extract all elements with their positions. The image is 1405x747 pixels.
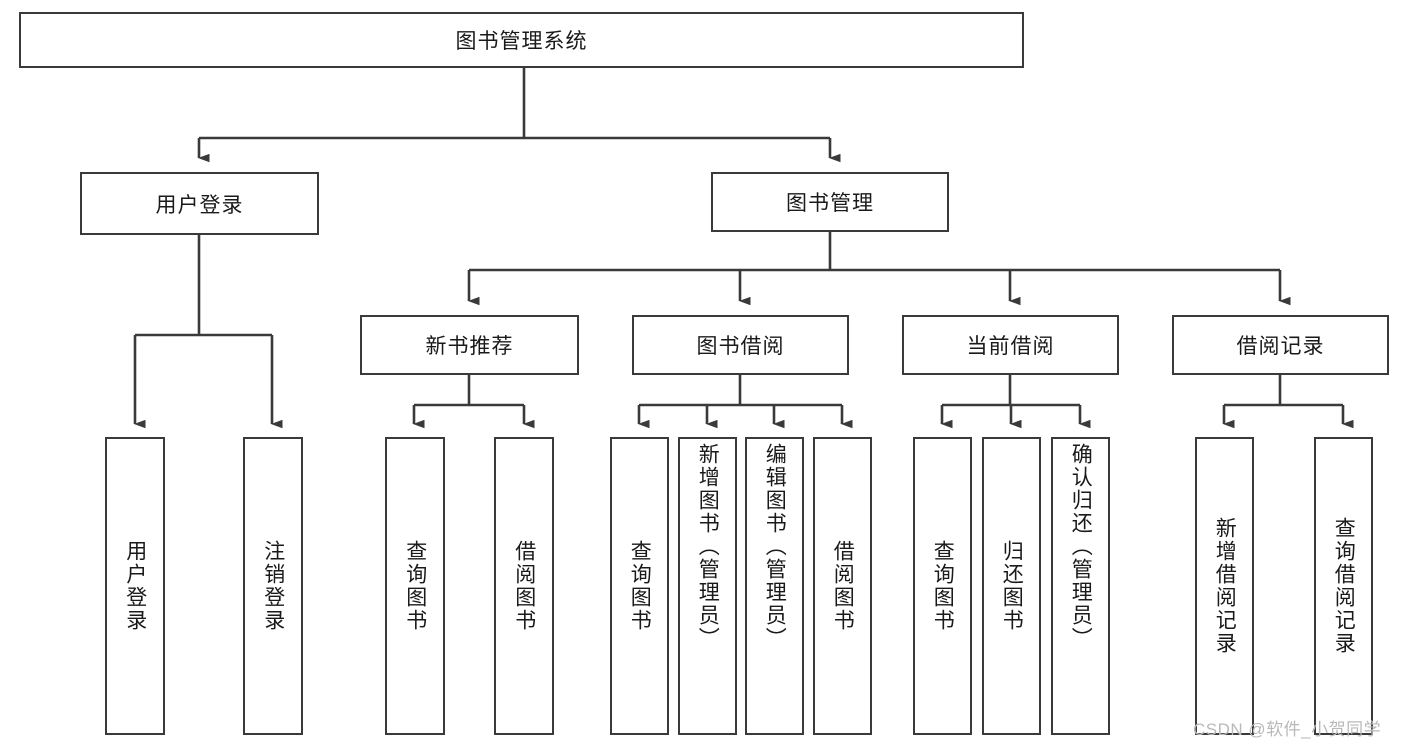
leaf-edit-book-admin[interactable]: 编辑图书（管理员） xyxy=(745,437,804,735)
leaf-add-borrow-record[interactable]: 新增借阅记录 xyxy=(1195,437,1254,735)
leaf-return-book[interactable]: 归还图书 xyxy=(982,437,1041,735)
node-label: 查询图书 xyxy=(628,540,652,632)
leaf-query-book-2[interactable]: 查询图书 xyxy=(610,437,669,735)
node-label: 查询图书 xyxy=(931,540,955,632)
node-label: 图书借阅 xyxy=(696,335,785,358)
leaf-add-book-admin[interactable]: 新增图书（管理员） xyxy=(678,437,737,735)
node-book-management-system[interactable]: 图书管理系统 xyxy=(19,12,1024,68)
node-book-borrow[interactable]: 图书借阅 xyxy=(632,315,849,375)
node-label: 新增图书（管理员） xyxy=(696,443,720,650)
leaf-query-book-1[interactable]: 查询图书 xyxy=(385,437,445,735)
leaf-logout-login[interactable]: 注销登录 xyxy=(243,437,303,735)
csdn-watermark: CSDN @软件_小贺同学 xyxy=(1193,720,1382,739)
node-label: 借阅记录 xyxy=(1236,335,1325,358)
node-label: 查询图书 xyxy=(403,540,427,632)
node-label: 注销登录 xyxy=(261,540,285,632)
node-label: 图书管理 xyxy=(786,192,874,215)
leaf-borrow-book-1[interactable]: 借阅图书 xyxy=(494,437,554,735)
leaf-borrow-book-2[interactable]: 借阅图书 xyxy=(813,437,872,735)
node-label: 查询借阅记录 xyxy=(1332,517,1356,655)
node-new-book-recommend[interactable]: 新书推荐 xyxy=(360,315,579,375)
node-label: 确认归还（管理员） xyxy=(1069,443,1093,650)
node-borrow-record[interactable]: 借阅记录 xyxy=(1172,315,1389,375)
node-label: 归还图书 xyxy=(1000,540,1024,632)
leaf-query-book-3[interactable]: 查询图书 xyxy=(913,437,972,735)
node-label: 新增借阅记录 xyxy=(1213,517,1237,655)
node-user-login[interactable]: 用户登录 xyxy=(80,172,319,235)
leaf-query-borrow-record[interactable]: 查询借阅记录 xyxy=(1314,437,1373,735)
node-book-management[interactable]: 图书管理 xyxy=(711,172,949,232)
node-label: 新书推荐 xyxy=(425,335,514,358)
node-label: 当前借阅 xyxy=(966,335,1055,358)
node-current-borrow[interactable]: 当前借阅 xyxy=(902,315,1119,375)
node-label: 图书管理系统 xyxy=(455,30,588,53)
node-label: 借阅图书 xyxy=(831,540,855,632)
leaf-confirm-return-admin[interactable]: 确认归还（管理员） xyxy=(1051,437,1110,735)
node-label: 借阅图书 xyxy=(512,540,536,632)
node-label: 用户登录 xyxy=(155,193,244,217)
node-label: 用户登录 xyxy=(123,540,147,632)
node-label: 编辑图书（管理员） xyxy=(763,443,787,650)
leaf-user-login[interactable]: 用户登录 xyxy=(105,437,165,735)
